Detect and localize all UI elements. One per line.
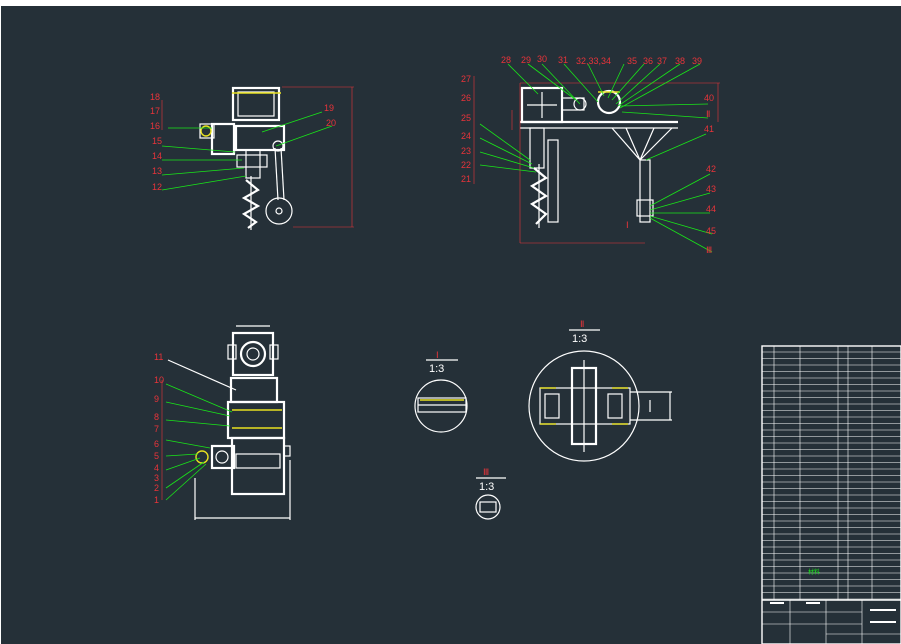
front-balloon-15: 15 <box>152 136 162 146</box>
top-balloon-4: 4 <box>154 463 159 473</box>
side-balloon-35: 35 <box>627 56 637 66</box>
side-balloon-39: 39 <box>692 56 702 66</box>
side-balloon-21: 21 <box>461 174 471 184</box>
side-balloon-detail-2: Ⅱ <box>706 109 710 119</box>
detail-3-scale: 1:3 <box>479 481 494 493</box>
top-balloon-10: 10 <box>154 375 164 385</box>
side-balloon-43: 43 <box>706 184 716 194</box>
detail-1: Ⅰ 1:3 <box>414 350 468 433</box>
detail-2-label: Ⅱ <box>580 319 584 329</box>
side-balloon-25: 25 <box>461 113 471 123</box>
top-balloon-9: 9 <box>154 394 159 404</box>
front-balloon-14: 14 <box>152 151 162 161</box>
side-balloon-31: 31 <box>558 55 568 65</box>
front-balloon-17: 17 <box>150 106 160 116</box>
side-view: 27 26 25 24 23 22 21 28 29 30 31 32,33,3… <box>461 54 720 255</box>
top-balloon-7: 7 <box>154 424 159 434</box>
side-balloon-37: 37 <box>657 56 667 66</box>
detail-3-label: Ⅲ <box>483 467 489 477</box>
title-block-mark: 材料 <box>808 568 820 576</box>
side-balloon-29: 29 <box>521 55 531 65</box>
detail-1-label: Ⅰ <box>436 350 439 360</box>
top-balloon-2: 2 <box>154 483 159 493</box>
top-view: 11 10 9 8 7 6 5 4 3 2 1 <box>154 325 291 520</box>
front-balloon-18: 18 <box>150 92 160 102</box>
top-balloon-8: 8 <box>154 412 159 422</box>
side-balloon-26: 26 <box>461 93 471 103</box>
front-balloon-16: 16 <box>150 121 160 131</box>
side-balloon-22: 22 <box>461 160 471 170</box>
side-balloon-32-34: 32,33,34 <box>576 56 611 66</box>
detail-2-scale: 1:3 <box>572 333 587 345</box>
front-balloon-19: 19 <box>324 103 334 113</box>
side-balloon-38: 38 <box>675 56 685 66</box>
side-balloon-30: 30 <box>537 54 547 64</box>
side-balloon-44: 44 <box>706 204 716 214</box>
side-balloon-23: 23 <box>461 146 471 156</box>
top-balloon-1: 1 <box>154 495 159 505</box>
side-balloon-28: 28 <box>501 55 511 65</box>
detail-3: Ⅲ 1:3 <box>475 467 506 520</box>
side-balloon-detail-3: Ⅲ <box>706 245 712 255</box>
side-balloon-45: 45 <box>706 226 716 236</box>
title-block: 材料 <box>761 345 901 644</box>
detail-1-scale: 1:3 <box>429 363 444 375</box>
top-balloon-5: 5 <box>154 451 159 461</box>
front-balloon-12: 12 <box>152 182 162 192</box>
side-section-mark: Ⅰ <box>626 220 629 230</box>
side-balloon-24: 24 <box>461 131 471 141</box>
front-balloon-13: 13 <box>152 166 162 176</box>
top-balloon-3: 3 <box>154 473 159 483</box>
side-balloon-42: 42 <box>706 164 716 174</box>
top-balloon-6: 6 <box>154 439 159 449</box>
top-balloon-11: 11 <box>154 352 163 362</box>
front-balloon-20: 20 <box>326 118 336 128</box>
side-balloon-41: 41 <box>704 124 714 134</box>
side-balloon-27: 27 <box>461 74 471 84</box>
front-view: 18 17 16 15 14 13 12 19 20 <box>150 86 354 230</box>
side-balloon-36: 36 <box>643 56 653 66</box>
side-balloon-40: 40 <box>704 93 714 103</box>
detail-2: Ⅱ 1:3 <box>528 319 672 462</box>
drawing-sheet <box>1 6 901 644</box>
